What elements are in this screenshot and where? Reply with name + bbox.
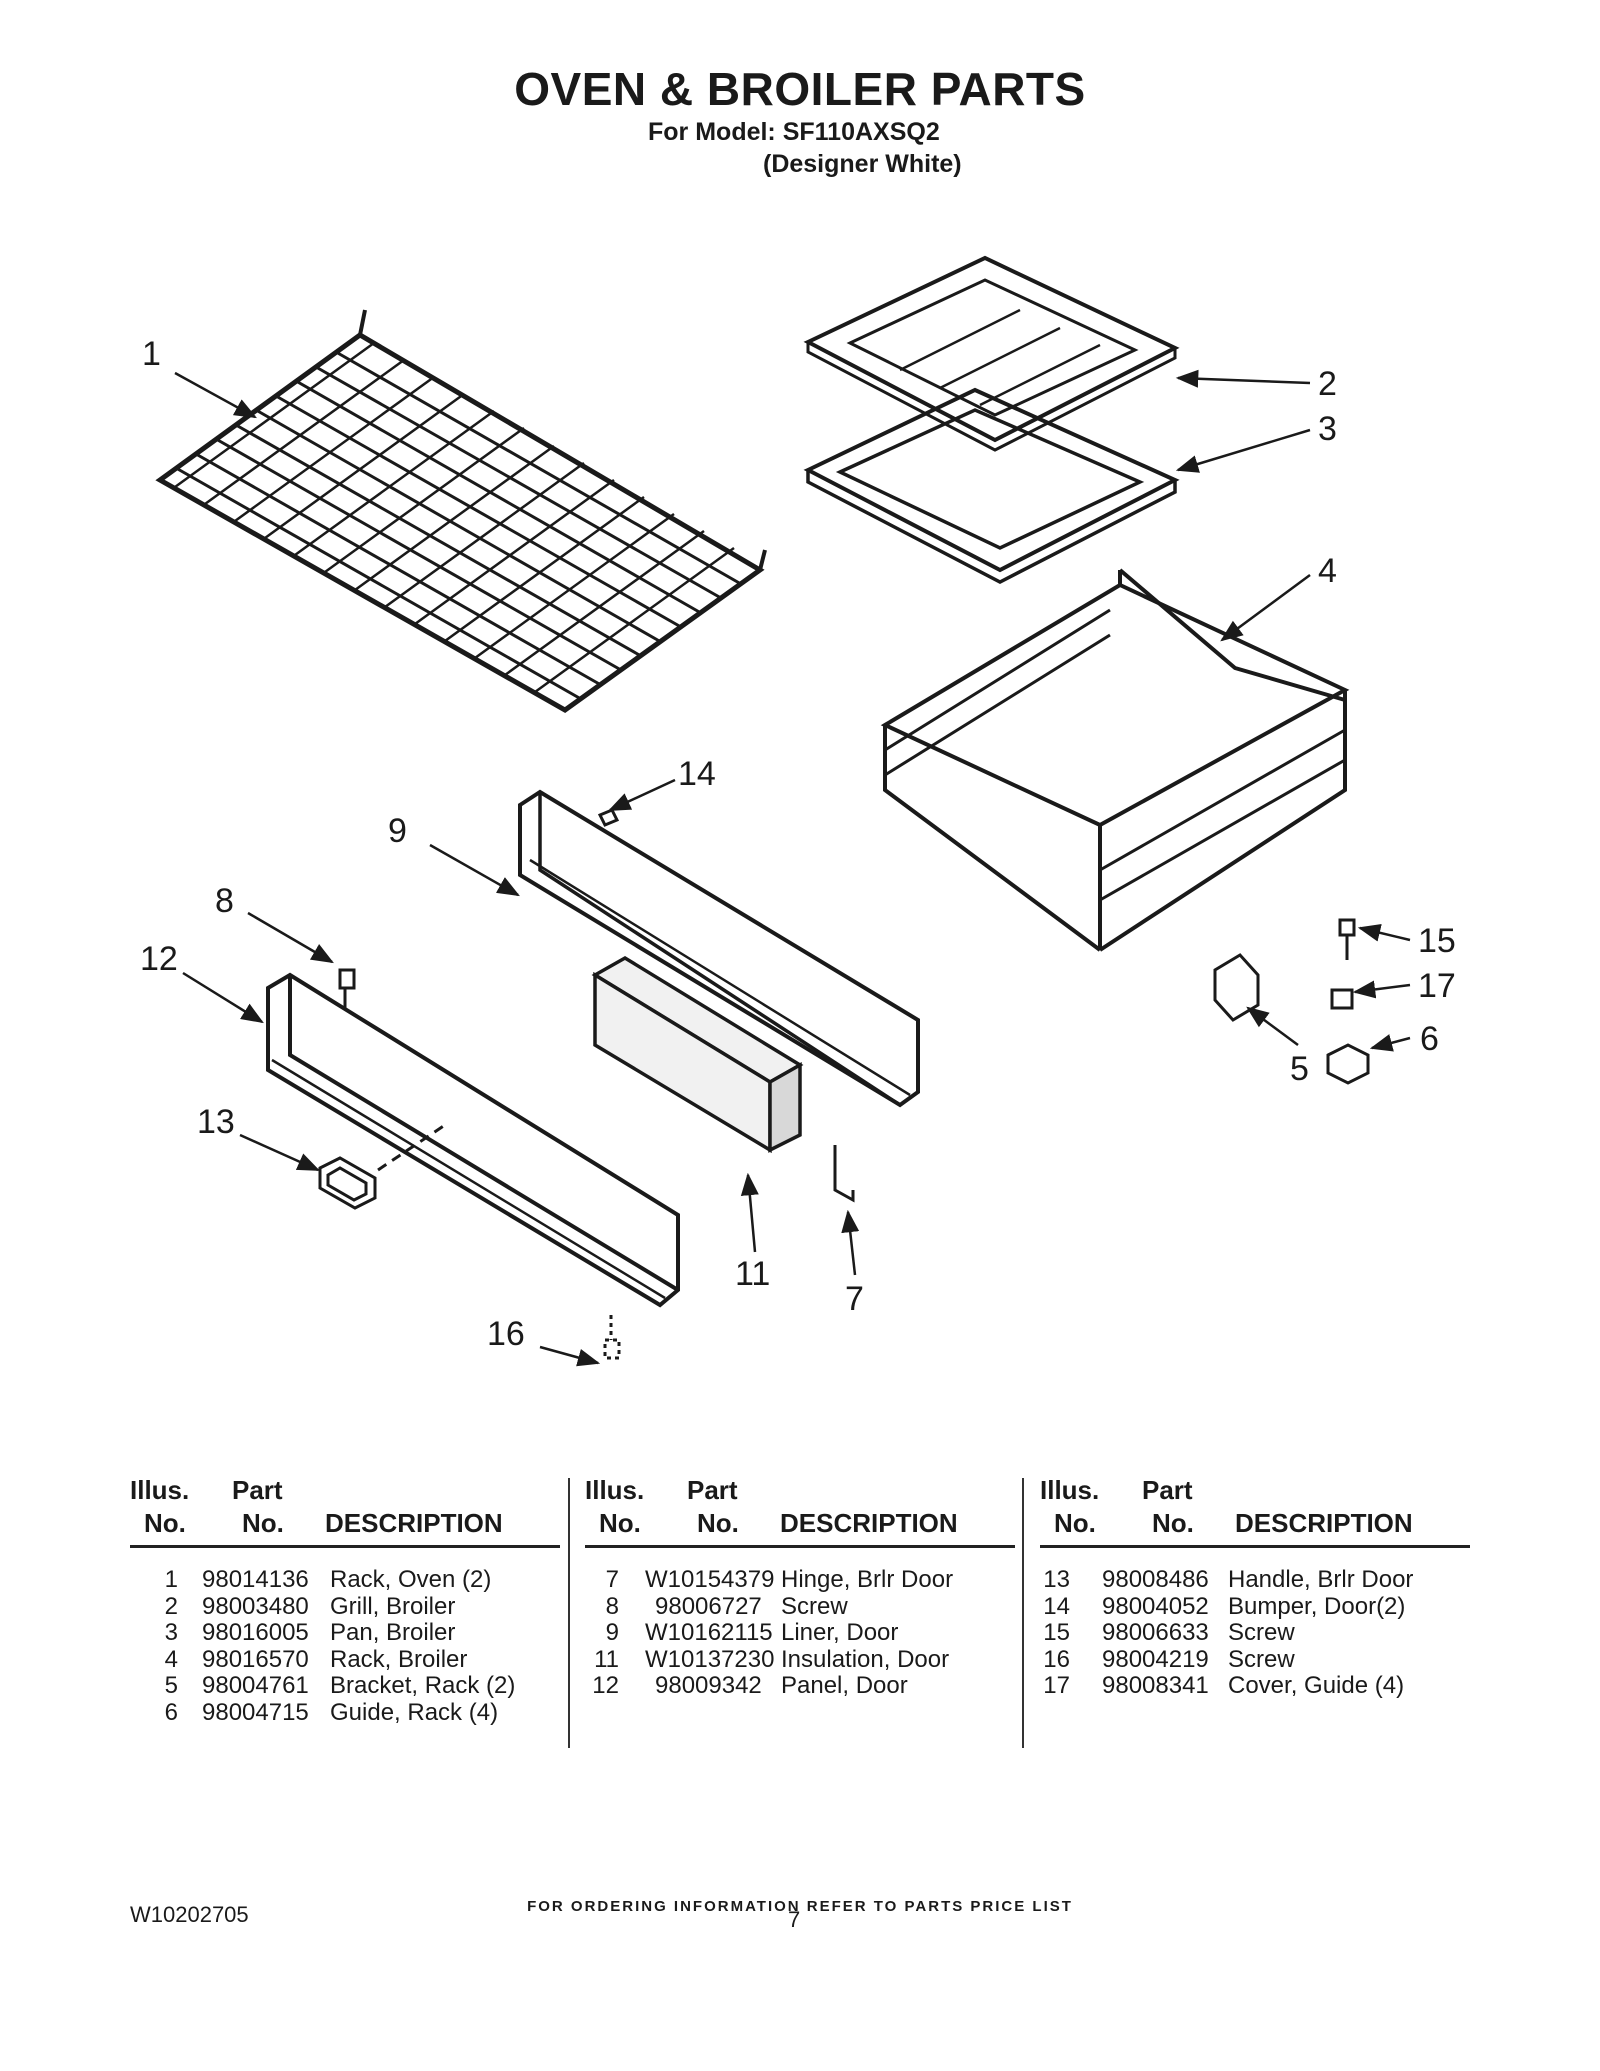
callout-14: 14: [678, 755, 716, 793]
header-illus: Illus.: [1040, 1475, 1100, 1505]
header-description: DESCRIPTION: [780, 1508, 958, 1538]
callout-11: 11: [735, 1255, 770, 1293]
door-panel-illustration: [266, 972, 680, 1308]
callout-9: 9: [388, 812, 407, 850]
broiler-pan-illustration: [803, 387, 1180, 584]
exploded-parts-diagram: 1 2 3 4 5 6 7 8 9 11 12 13 14 15 16 17: [140, 255, 1456, 1367]
hardware-illustrations: [338, 808, 1370, 1360]
column-divider: [568, 1478, 570, 1748]
header-part: Part: [1142, 1475, 1193, 1505]
callout-1: 1: [142, 335, 161, 373]
page-title: OVEN & BROILER PARTS: [514, 63, 1086, 115]
callout-leaders: [174, 369, 1411, 1367]
callout-8: 8: [215, 882, 234, 920]
header-part-no: No.: [697, 1508, 739, 1538]
column-divider: [1022, 1478, 1024, 1748]
callout-16: 16: [487, 1315, 525, 1353]
callout-12: 12: [140, 940, 178, 978]
broiler-grill-illustration: [803, 255, 1180, 452]
table-header: Illus. No. Part No. DESCRIPTION: [130, 1475, 560, 1548]
page-number: 7: [788, 1907, 801, 1932]
header-part-no: No.: [1152, 1508, 1194, 1538]
header-illus: Illus.: [585, 1475, 645, 1505]
header-part-no: No.: [242, 1508, 284, 1538]
door-handle-illustration: [318, 1123, 446, 1210]
model-variant: (Designer White): [763, 150, 962, 178]
model-number: For Model: SF110AXSQ2: [648, 118, 940, 146]
callout-6: 6: [1420, 1020, 1439, 1058]
oven-rack-illustration: [155, 309, 767, 713]
door-liner-illustration: [518, 789, 920, 1108]
callout-5: 5: [1290, 1050, 1309, 1088]
header-part: Part: [687, 1475, 738, 1505]
header-description: DESCRIPTION: [325, 1508, 503, 1538]
callout-2: 2: [1318, 365, 1337, 403]
callout-17: 17: [1418, 967, 1456, 1005]
callout-15: 15: [1418, 922, 1456, 960]
table-header: Illus. No. Part No. DESCRIPTION: [1040, 1475, 1470, 1548]
header-part: Part: [232, 1475, 283, 1505]
header-illus-no: No.: [144, 1508, 186, 1538]
ordering-note: FOR ORDERING INFORMATION REFER TO PARTS …: [527, 1898, 1073, 1915]
callout-7: 7: [845, 1280, 864, 1318]
header-illus-no: No.: [599, 1508, 641, 1538]
header-illus: Illus.: [130, 1475, 190, 1505]
broiler-rack-illustration: [880, 568, 1350, 952]
callout-numbers: 1 2 3 4 5 6 7 8 9 11 12 13 14 15 16 17: [140, 335, 1456, 1353]
document-number: W10202705: [130, 1902, 249, 1927]
callout-3: 3: [1318, 410, 1337, 448]
header-description: DESCRIPTION: [1235, 1508, 1413, 1538]
table-header: Illus. No. Part No. DESCRIPTION: [585, 1475, 1015, 1548]
callout-4: 4: [1318, 552, 1337, 590]
door-insulation-illustration: [591, 955, 804, 1154]
header-illus-no: No.: [1054, 1508, 1096, 1538]
callout-13: 13: [197, 1103, 235, 1141]
